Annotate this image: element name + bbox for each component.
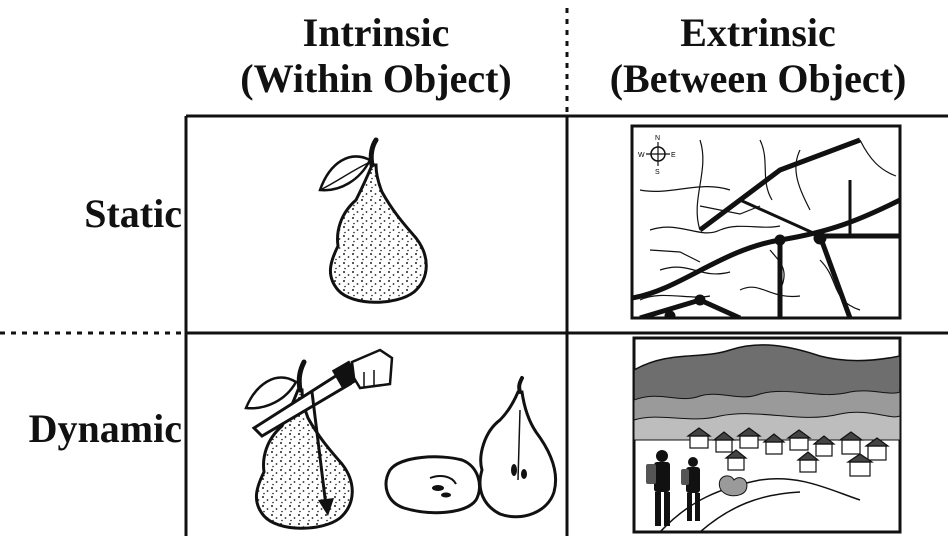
compass-icon: N S E W	[638, 135, 676, 176]
compass-s: S	[655, 169, 660, 176]
compass-w: W	[638, 152, 645, 159]
pear-icon	[318, 137, 428, 304]
column-header-intrinsic: Intrinsic (Within Object)	[186, 10, 566, 102]
pear-cutting-icon	[244, 348, 558, 530]
row-label-dynamic: Dynamic	[28, 406, 182, 451]
intrinsic-title: Intrinsic	[302, 10, 450, 55]
map-icon: N S E W	[630, 124, 902, 320]
extrinsic-title: Extrinsic	[680, 10, 836, 55]
compass-n: N	[655, 135, 660, 142]
grid-lines	[0, 8, 948, 536]
compass-e: E	[671, 152, 676, 159]
row-label-static: Static	[84, 191, 182, 236]
column-header-extrinsic: Extrinsic (Between Object)	[568, 10, 948, 102]
extrinsic-subtitle: (Between Object)	[609, 56, 907, 101]
intrinsic-subtitle: (Within Object)	[240, 56, 512, 101]
landscape-icon	[632, 336, 902, 534]
